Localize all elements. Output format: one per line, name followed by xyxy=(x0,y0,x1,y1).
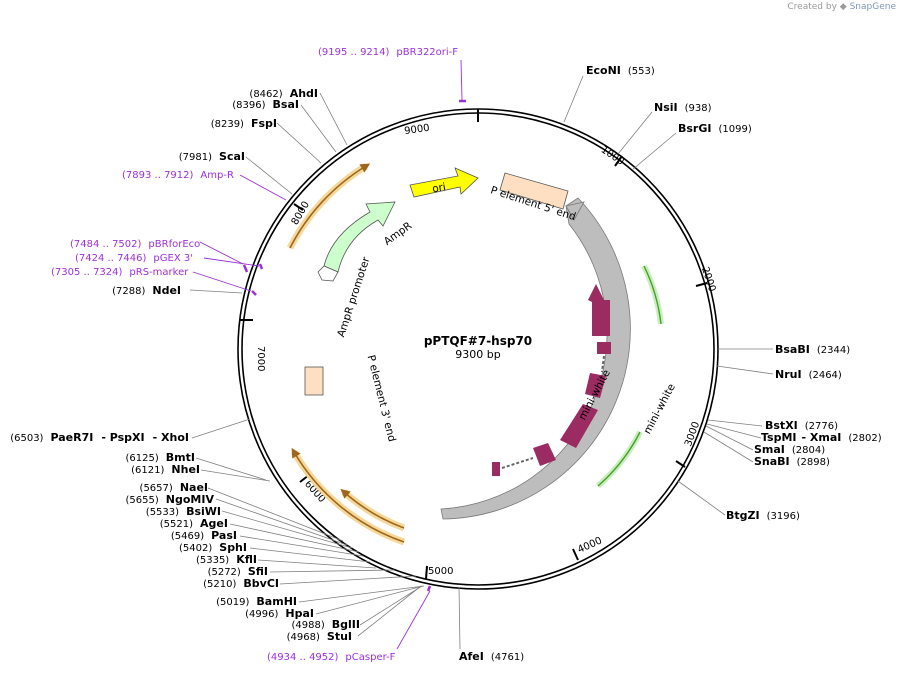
snapgene-credit: Created by ◆ SnapGene xyxy=(787,2,896,12)
amp-promoter-label: AmpR promoter xyxy=(335,255,372,339)
primer-labels: (9195 .. 9214)pBR322ori-F (7893 .. 7912)… xyxy=(51,47,458,663)
tick-4000: 4000 xyxy=(576,535,604,555)
site-btgzi: BtgZI(3196) xyxy=(726,509,800,522)
site-bsrgi: BsrGI(1099) xyxy=(678,122,752,135)
tick-9000: 9000 xyxy=(404,123,431,137)
primer-prs-marker: (7305 .. 7324)pRS-marker xyxy=(51,267,189,278)
site-sphi: (5402)SphI xyxy=(179,541,247,554)
site-fspi: (8239)FspI xyxy=(211,117,277,130)
mini-white-exon-4 xyxy=(560,404,598,448)
mini-white-outer-arc xyxy=(440,197,631,520)
primer-pgex3: (7424 .. 7446)pGEX 3' xyxy=(75,253,193,264)
site-nhei: (6121)NheI xyxy=(131,463,200,476)
site-ahdi: (8462)AhdI xyxy=(249,87,318,100)
ampr-arrow xyxy=(323,201,396,273)
green-orf-1-line xyxy=(643,265,662,325)
primer-pcasper-f: (4934 .. 4952)pCasper-F xyxy=(267,652,396,663)
credit-brand: SnapGene xyxy=(849,2,896,12)
primer-pbrforeco: (7484 .. 7502)pBRforEco xyxy=(70,239,200,250)
tick-5000: 5000 xyxy=(428,566,453,577)
site-bmti: (6125)BmtI xyxy=(126,451,195,464)
ori-label: ori xyxy=(431,181,447,195)
site-ngomiv: (5655)NgoMIV xyxy=(126,493,215,506)
site-pasi: (5469)PasI xyxy=(171,529,237,542)
site-naei: (5657)NaeI xyxy=(140,481,208,494)
site-tspmi-xmai: TspMI- XmaI(2802) xyxy=(761,431,882,444)
tick-marks xyxy=(240,109,708,580)
site-bsai: (8396)BsaI xyxy=(232,98,299,111)
mini-white-intron-1 xyxy=(601,355,605,373)
mini-white-inner: mini-white xyxy=(492,284,613,476)
site-afei: AfeI(4761) xyxy=(459,650,524,663)
site-bstxi: BstXI(2776) xyxy=(765,419,838,432)
site-bsabi: BsaBI(2344) xyxy=(775,343,850,356)
site-agei: (5521)AgeI xyxy=(160,517,228,530)
orange-orfs xyxy=(286,163,406,546)
site-bsiwi: (5533)BsiWI xyxy=(146,505,221,518)
site-leader-lines xyxy=(189,75,774,650)
p3-label: P element 3' end xyxy=(365,354,398,443)
site-bbvci: (5210)BbvCI xyxy=(203,577,279,590)
site-labels: EcoNI(553) NsiI(938) BsrGI(1099) BsaBI(2… xyxy=(459,64,882,663)
site-snabi: SnaBI(2898) xyxy=(754,455,830,468)
tick-7000: 7000 xyxy=(255,346,266,371)
mini-white-exon-5 xyxy=(533,443,556,466)
plasmid-length: 9300 bp xyxy=(455,348,500,361)
plasmid-name: pPTQF#7-hsp70 xyxy=(424,334,532,348)
p3-box xyxy=(304,366,324,396)
site-econi: EcoNI(553) xyxy=(586,64,655,77)
credit-prefix: Created by xyxy=(787,2,837,12)
site-hpai: (4996)HpaI xyxy=(245,607,314,620)
site-sfii: (5272)SfiI xyxy=(208,565,268,578)
primer-marks xyxy=(242,99,466,592)
green-orf-2-line xyxy=(597,431,641,487)
tick-1000: 1000 xyxy=(599,144,626,167)
site-paer7i-pspxi-xhoi: (6503)PaeR7I- PspXI- XhoI xyxy=(10,431,189,444)
primer-pbr322ori-f: (9195 .. 9214)pBR322ori-F xyxy=(318,47,458,58)
green-orf-2 xyxy=(596,430,643,489)
snapgene-logo-icon: ◆ xyxy=(839,2,847,12)
mini-white-intron-2 xyxy=(501,457,534,469)
ori-arrow xyxy=(409,167,479,198)
site-ndei: (7288)NdeI xyxy=(112,284,181,297)
site-nsii: NsiI(938) xyxy=(654,101,712,114)
mini-white-exon-arrow xyxy=(588,284,610,336)
site-labels-left: (4968)StuI (4988)BglII (4996)HpaI (5019)… xyxy=(10,87,360,643)
mini-white-exon-2 xyxy=(597,342,611,354)
mini-white-exon-3 xyxy=(585,373,606,398)
green-orf-1 xyxy=(641,264,664,325)
site-smai: SmaI(2804) xyxy=(754,443,825,456)
mini-white-exon-6 xyxy=(492,462,500,476)
primer-leader-lines xyxy=(192,59,463,650)
site-bglii: (4988)BglII xyxy=(292,618,360,631)
site-scai: (7981)ScaI xyxy=(179,150,245,163)
primer-amp-r: (7893 .. 7912)Amp-R xyxy=(122,170,234,181)
site-nrui: NruI(2464) xyxy=(775,368,842,381)
mini-white-outer-arrowhead xyxy=(565,201,585,221)
site-bamhi: (5019)BamHI xyxy=(216,595,297,608)
mini-white-outer-label: mini-white xyxy=(641,382,678,436)
amp-promoter-arrow xyxy=(317,265,339,282)
site-stui: (4968)StuI xyxy=(287,630,352,643)
site-kfli: (5335)KflI xyxy=(196,553,257,566)
tick-2000: 2000 xyxy=(699,266,717,294)
p5-box xyxy=(499,172,569,210)
ampr-label: AmpR xyxy=(382,220,414,248)
